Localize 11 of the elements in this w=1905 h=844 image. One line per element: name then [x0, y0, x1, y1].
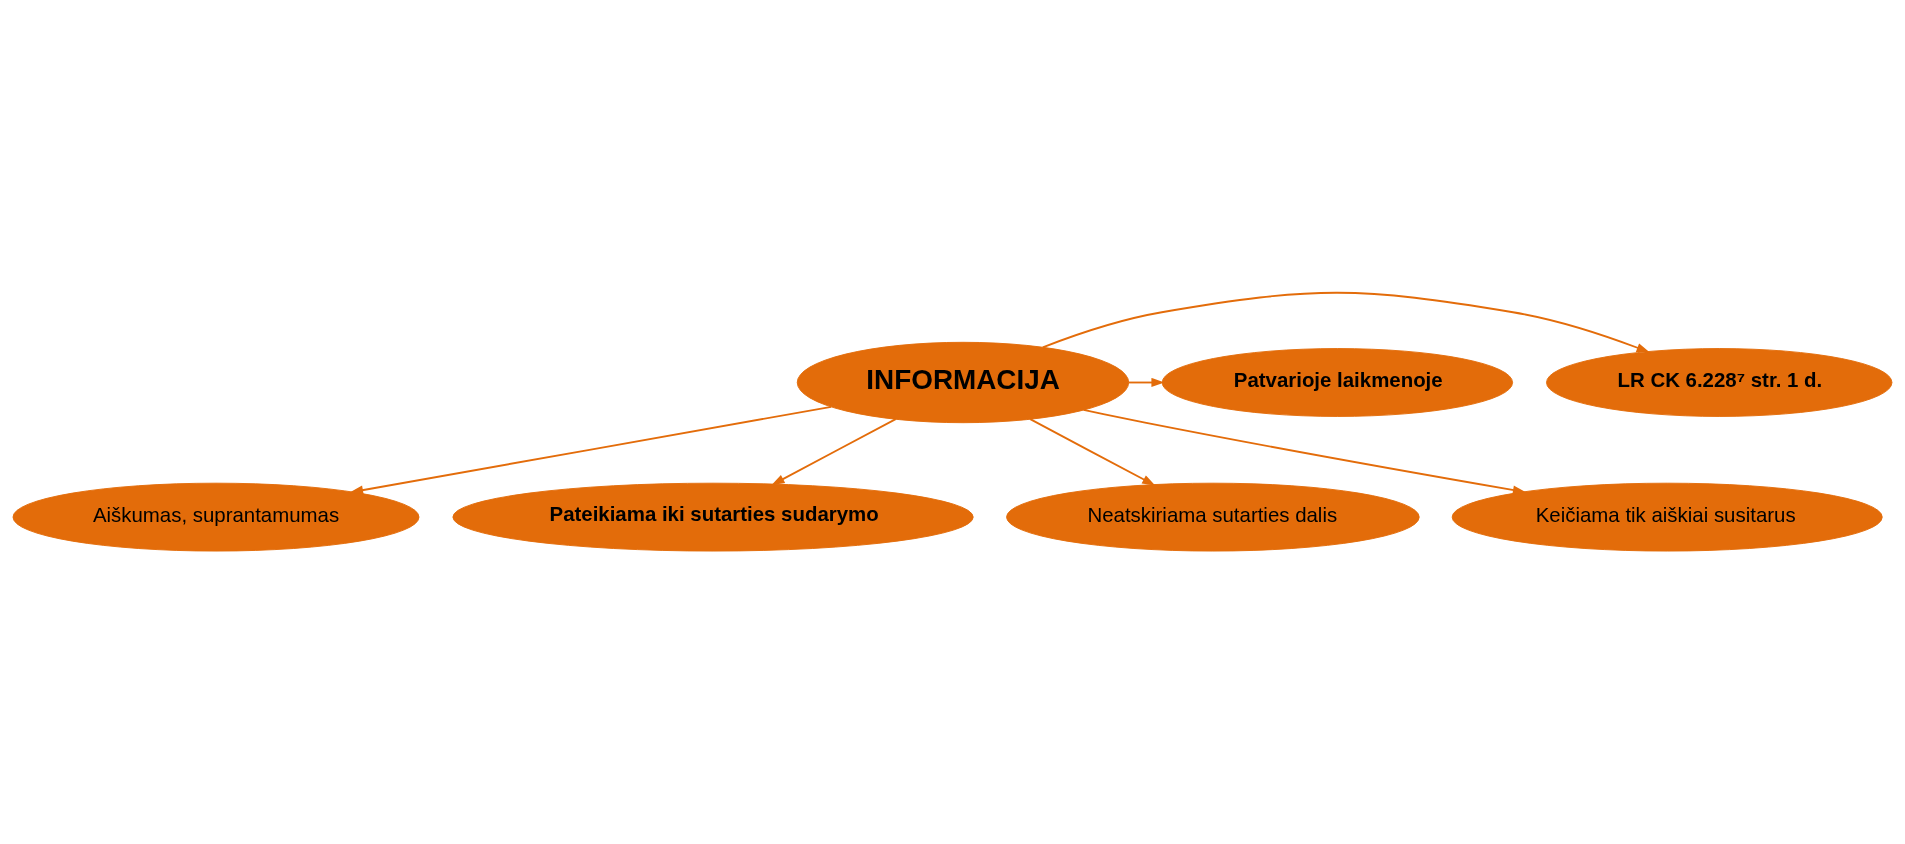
arrow — [1029, 418, 1156, 486]
arrow — [771, 418, 897, 486]
arrow — [1127, 377, 1165, 388]
node-ellipse: Pateikiama iki sutarties sudarymo — [452, 482, 974, 552]
node-ellipse: Patvarioje laikmenoje — [1161, 348, 1514, 417]
node-ellipse: INFORMACIJA — [796, 341, 1130, 424]
node-ellipse: LR CK 6.228⁷ str. 1 d. — [1546, 348, 1893, 417]
arrow — [1041, 291, 1650, 353]
node-ellipse: Neatskiriama sutarties dalis — [1006, 482, 1420, 552]
arrow — [1082, 409, 1526, 495]
arrow — [350, 405, 833, 495]
